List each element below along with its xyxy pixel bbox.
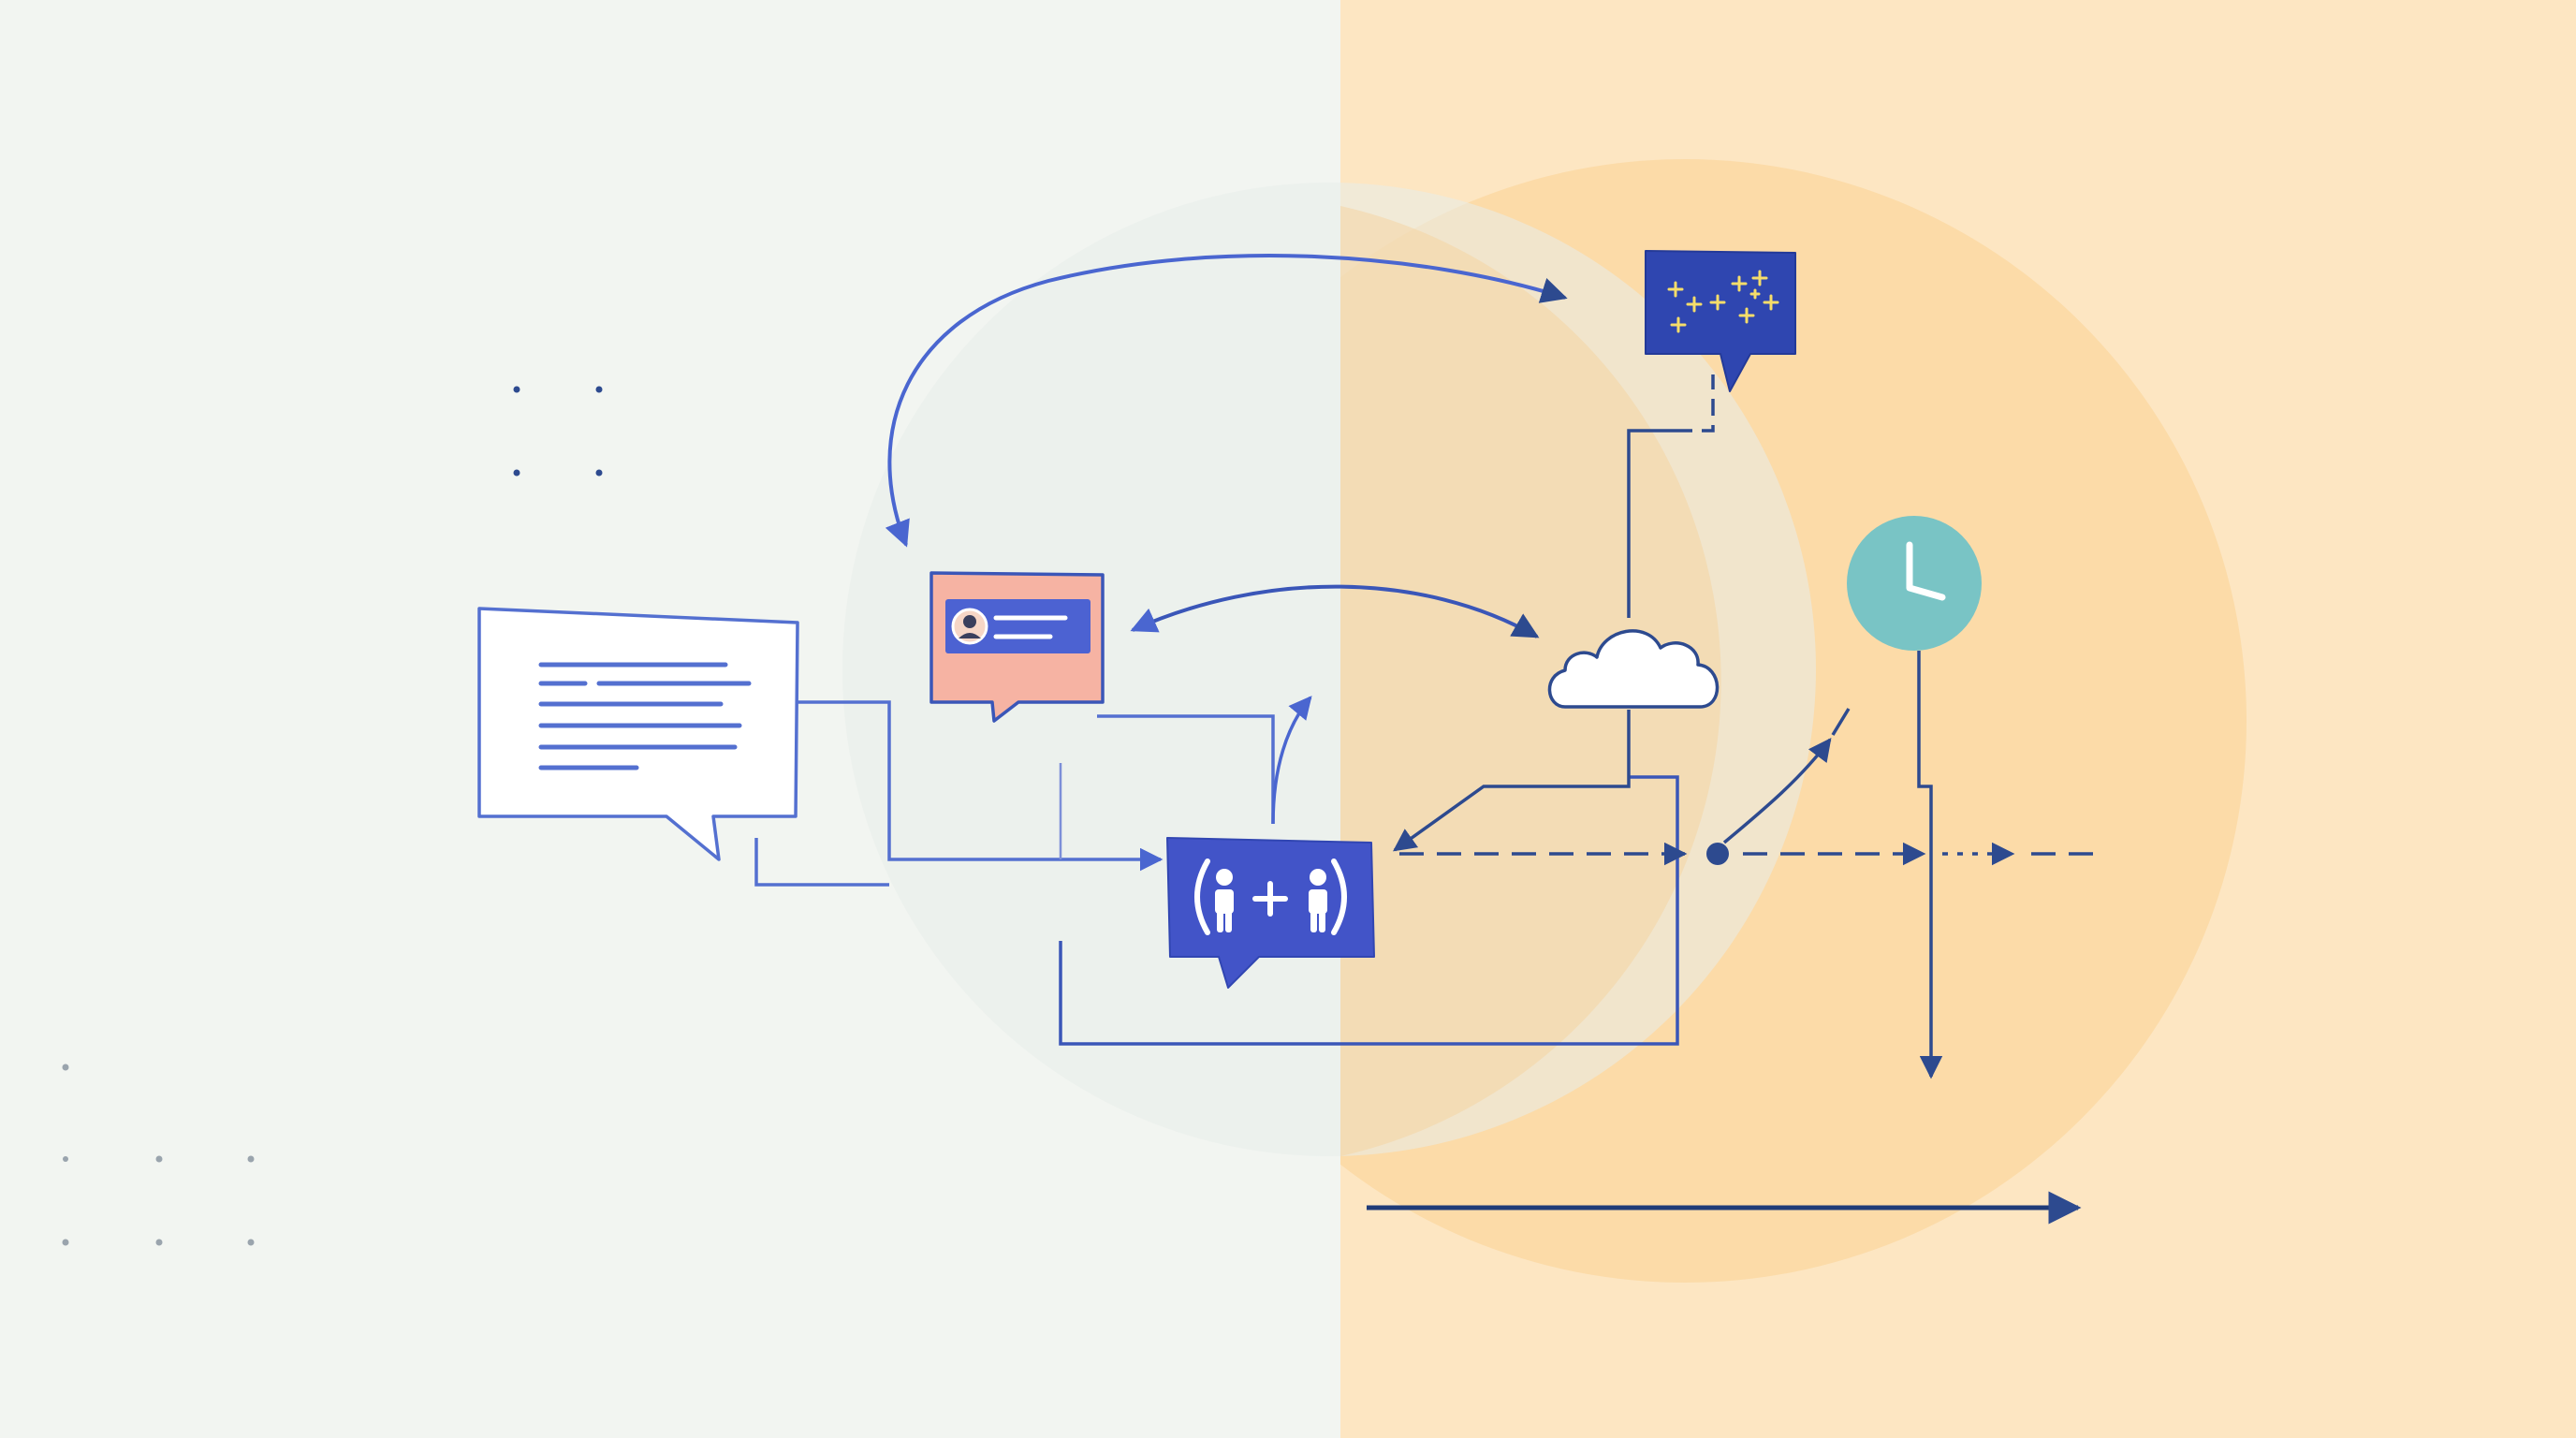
clock-vertical-arrow (1917, 651, 1943, 1079)
flow-node-dot[interactable] (1706, 843, 1729, 865)
connector-document-loop (754, 838, 889, 887)
clock-icon[interactable] (1847, 516, 1982, 651)
people-plus-speech-bubble-icon[interactable] (1166, 837, 1375, 989)
decorative-dots-top (513, 386, 603, 477)
document-speech-bubble-icon[interactable] (477, 607, 799, 861)
curved-arrow-up-right (1722, 738, 1832, 844)
curved-arrow-hub-up (1271, 696, 1312, 825)
connector-ideas-dashed (1676, 374, 1715, 433)
curved-arrow-top (885, 254, 1568, 548)
sparkles-speech-bubble-icon[interactable] (1645, 250, 1796, 392)
decorative-dots-bottom (62, 1064, 255, 1246)
connector-ideas-to-cloud (1627, 429, 1676, 618)
connector-document-to-hub (798, 700, 1164, 872)
connector-profile-to-hub (1097, 714, 1275, 824)
connector-bottom-loop (1059, 775, 1679, 1046)
cloud-icon[interactable] (1547, 629, 1720, 709)
curved-arrow-up-right-tail (1831, 708, 1851, 736)
profile-card-speech-bubble-icon[interactable] (929, 571, 1105, 723)
connector-cloud-to-hub (1393, 710, 1631, 852)
curved-arrow-middle (1130, 584, 1540, 638)
